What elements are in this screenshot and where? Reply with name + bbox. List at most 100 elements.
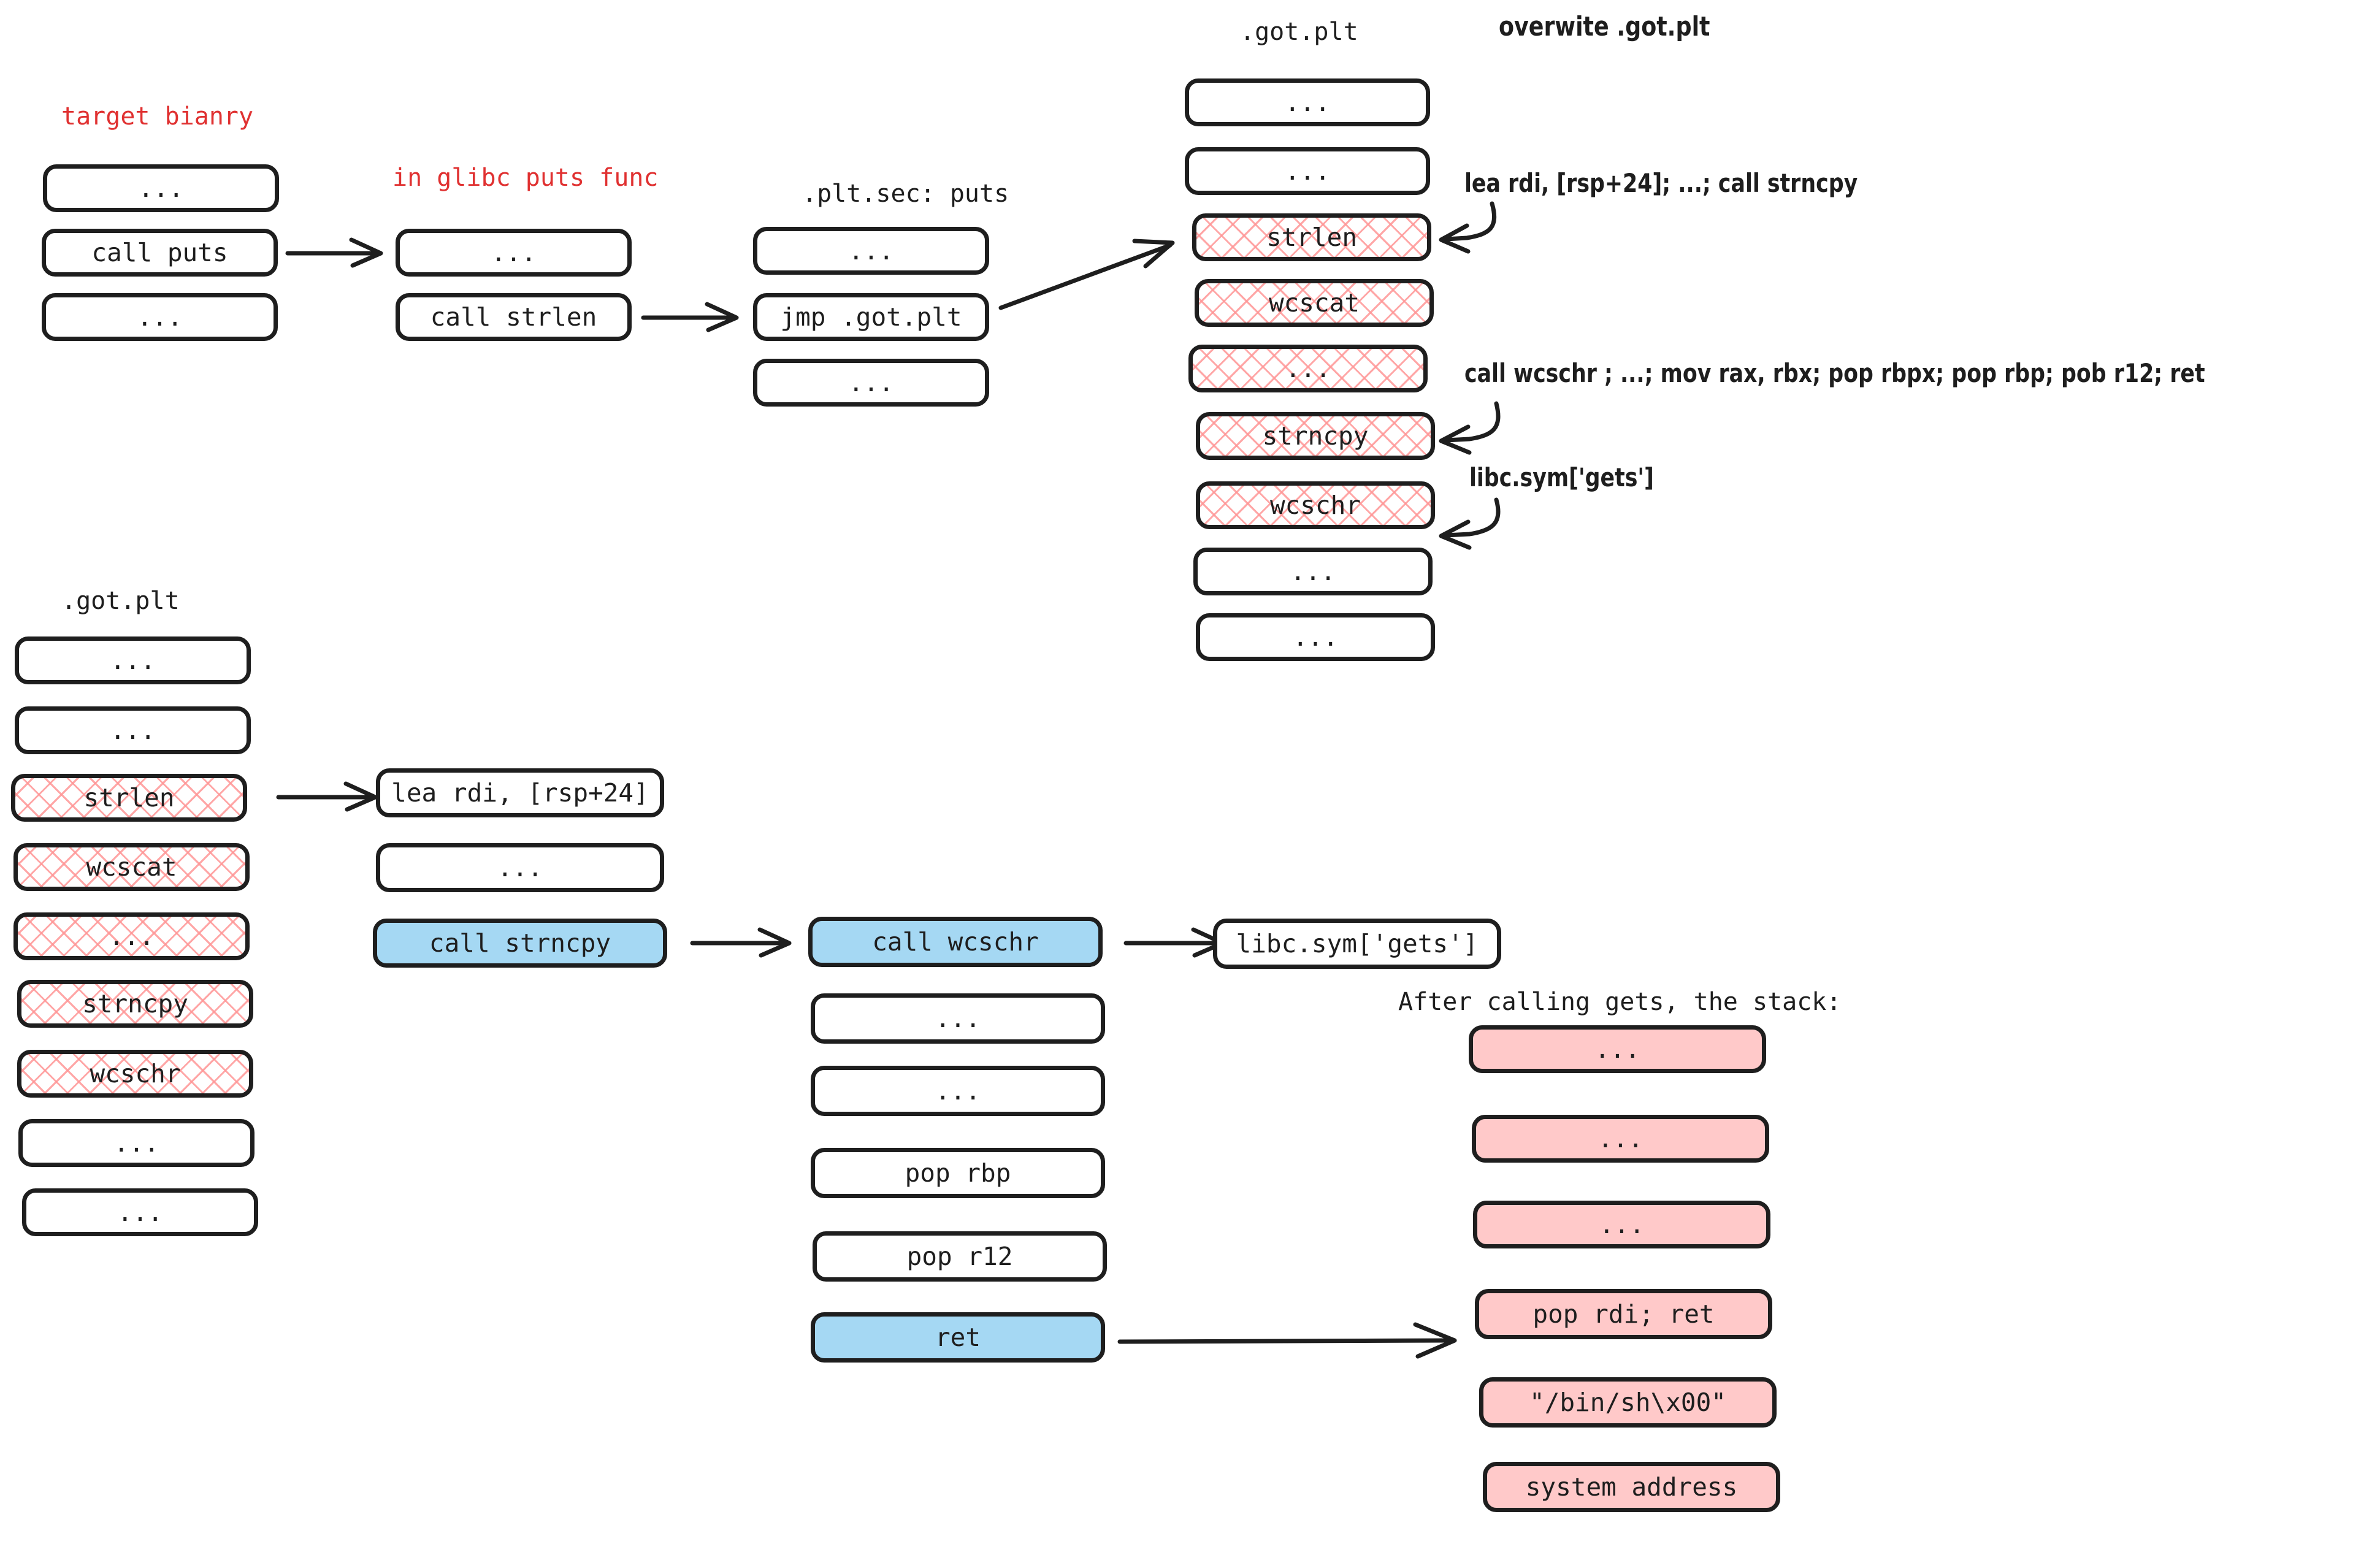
got-top-row-strlen: strlen — [1192, 213, 1431, 261]
box-text: wcschr — [1269, 490, 1361, 520]
gadget-call-strncpy: call strncpy — [373, 919, 667, 968]
arrow-ret-to-stack — [1117, 1322, 1457, 1359]
box-text: ... — [497, 852, 543, 882]
gets-target-box: libc.sym['gets'] — [1213, 919, 1501, 969]
stack-row-pop-rdi-ret: pop rdi; ret — [1475, 1289, 1772, 1339]
arrow-strncpy-to-wcschr — [690, 927, 792, 958]
box-text: ... — [110, 715, 156, 745]
box-text: wcschr — [90, 1058, 181, 1088]
box-text: ... — [1292, 622, 1339, 652]
gadget-wcschr-dots-1: ... — [811, 993, 1105, 1044]
label-got-plt-top: .got.plt — [1240, 18, 1358, 46]
plt-sec-row-jmp-got-plt: jmp .got.plt — [753, 293, 989, 341]
arrow-jmp-to-got-strlen — [998, 239, 1175, 310]
box-text: ... — [491, 237, 537, 267]
got-bottom-row-wcscat: wcscat — [13, 843, 250, 891]
box-text: system address — [1525, 1472, 1738, 1502]
box-text: ... — [110, 645, 156, 675]
got-top-row-dots: ... — [1188, 345, 1428, 392]
target-binary-row-2: ... — [42, 293, 278, 341]
gadget-ret: ret — [811, 1312, 1105, 1363]
target-binary-row-call-puts: call puts — [42, 229, 278, 277]
box-text: ... — [138, 173, 184, 203]
label-after-calling-gets: After calling gets, the stack: — [1398, 988, 1842, 1016]
got-top-row-7: ... — [1193, 548, 1433, 595]
box-text: pop rdi; ret — [1532, 1299, 1715, 1329]
annotation-libc-sym-gets: libc.sym['gets'] — [1469, 462, 1654, 492]
box-text: strncpy — [1262, 421, 1369, 451]
label-overwrite-got-plt: overwite .got.plt — [1499, 11, 1710, 42]
box-text: "/bin/sh\x00" — [1529, 1387, 1726, 1417]
box-text: strlen — [1266, 222, 1358, 252]
box-text: ... — [1285, 353, 1331, 383]
arrow-hook-to-strlen — [1439, 201, 1497, 254]
plt-sec-row-0: ... — [753, 227, 989, 275]
box-text: ... — [137, 302, 183, 332]
box-text: ... — [1284, 156, 1331, 186]
got-top-row-8: ... — [1196, 613, 1435, 661]
annotation-lea-rdi-call-strncpy: lea rdi, [rsp+24]; ...; call strncpy — [1464, 168, 1858, 198]
gadget-pop-rbp: pop rbp — [811, 1148, 1105, 1198]
arrow-hook-to-wcschr — [1439, 497, 1501, 550]
box-text: call strncpy — [429, 928, 611, 958]
box-text: ... — [1598, 1123, 1643, 1153]
stack-row-binsh: "/bin/sh\x00" — [1479, 1377, 1777, 1428]
box-text: wcscat — [86, 852, 177, 882]
got-bottom-row-7: ... — [18, 1119, 254, 1167]
box-text: wcscat — [1268, 288, 1360, 318]
gadget-lea-rdi: lea rdi, [rsp+24] — [376, 768, 664, 817]
box-text: call strlen — [430, 302, 597, 332]
label-in-glibc-puts-func: in glibc puts func — [392, 164, 659, 192]
arrow-call-puts-to-glibc — [285, 237, 383, 268]
box-text: ... — [117, 1197, 163, 1227]
stack-row-1: ... — [1472, 1115, 1769, 1163]
got-bottom-row-strlen: strlen — [11, 774, 247, 822]
gadget-dots: ... — [376, 843, 664, 892]
target-binary-row-0: ... — [43, 164, 279, 212]
box-text: ... — [935, 1076, 981, 1106]
gadget-call-wcschr: call wcschr — [808, 917, 1103, 967]
box-text: jmp .got.plt — [780, 302, 962, 332]
got-top-row-1: ... — [1185, 147, 1430, 195]
got-top-row-wcscat: wcscat — [1195, 279, 1434, 327]
label-target-binary: target bianry — [61, 102, 254, 131]
box-text: call wcschr — [872, 927, 1039, 957]
box-text: ... — [1594, 1034, 1640, 1064]
box-text: lea rdi, [rsp+24] — [391, 778, 649, 808]
got-top-row-wcschr: wcschr — [1196, 481, 1435, 529]
stack-row-2: ... — [1473, 1201, 1770, 1248]
box-text: call puts — [91, 237, 228, 267]
arrow-call-strlen-to-pltsec — [641, 302, 739, 332]
box-text: ... — [1599, 1209, 1645, 1239]
box-text: strlen — [83, 782, 175, 812]
box-text: ... — [1284, 87, 1331, 117]
label-got-plt-bottom: .got.plt — [61, 587, 180, 615]
box-text: ... — [113, 1128, 159, 1158]
box-text: pop r12 — [906, 1241, 1013, 1271]
box-text: pop rbp — [905, 1158, 1011, 1188]
arrow-strlen-to-lea-rdi — [276, 781, 378, 812]
plt-sec-row-2: ... — [753, 359, 989, 407]
got-bottom-row-8: ... — [22, 1188, 258, 1236]
glibc-puts-row-call-strlen: call strlen — [396, 293, 632, 341]
arrow-hook-to-strncpy — [1439, 401, 1501, 455]
gadget-pop-r12: pop r12 — [813, 1231, 1107, 1282]
stack-row-system-address: system address — [1483, 1462, 1780, 1512]
box-text: libc.sym['gets'] — [1236, 928, 1479, 958]
box-text: ... — [109, 921, 155, 951]
glibc-puts-row-0: ... — [396, 229, 632, 277]
got-bottom-row-strncpy: strncpy — [17, 980, 253, 1028]
box-text: strncpy — [82, 988, 188, 1019]
box-text: ... — [935, 1003, 981, 1033]
annotation-call-wcschr-chain: call wcschr ; ...; mov rax, rbx; pop rbp… — [1464, 358, 2205, 388]
label-plt-sec-puts: .plt.sec: puts — [802, 180, 1009, 208]
gadget-wcschr-dots-2: ... — [811, 1066, 1105, 1116]
got-top-row-strncpy: strncpy — [1196, 412, 1435, 460]
got-bottom-row-1: ... — [15, 706, 251, 754]
box-text: ... — [848, 367, 894, 397]
box-text: ret — [935, 1322, 981, 1352]
stack-row-0: ... — [1469, 1025, 1766, 1073]
got-top-row-0: ... — [1185, 78, 1430, 126]
got-bottom-row-dots: ... — [13, 912, 250, 960]
